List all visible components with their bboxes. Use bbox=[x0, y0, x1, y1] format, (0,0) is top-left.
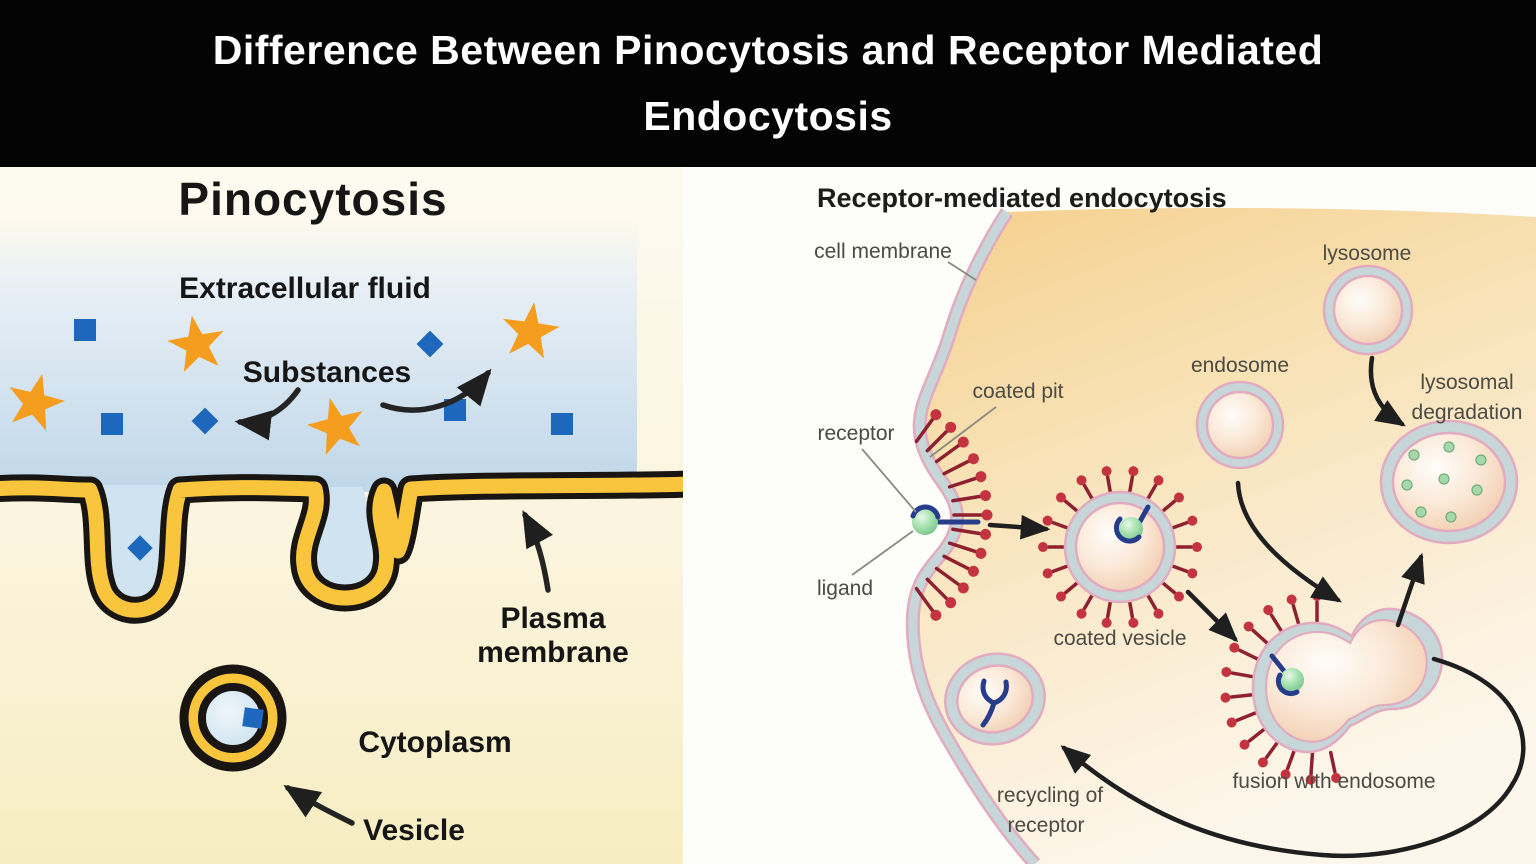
substances-arrow-left bbox=[234, 387, 301, 441]
cytoplasm-label: Cytoplasm bbox=[358, 726, 511, 759]
recycling-vesicle bbox=[944, 652, 1046, 746]
plasma-membrane-label-line1: Plasma bbox=[500, 602, 605, 635]
page-title-line1: Difference Between Pinocytosis and Recep… bbox=[212, 26, 1324, 73]
receptor-mediated-panel: Receptor-mediated endocytosis cell membr… bbox=[683, 167, 1536, 864]
rme-title: Receptor-mediated endocytosis bbox=[817, 183, 1227, 213]
ligand-label: ligand bbox=[817, 577, 873, 600]
ligand-pointer bbox=[851, 530, 914, 576]
plasma-membrane-label-line2: membrane bbox=[477, 636, 629, 669]
receptor-pointer bbox=[861, 448, 917, 513]
endosome-to-fusion-arrow bbox=[1235, 480, 1342, 603]
extracellular-fluid-label: Extracellular fluid bbox=[179, 272, 431, 305]
comparison-diagram: Pinocytosis Extracellular fluid Substanc… bbox=[0, 167, 1536, 864]
lysosomal-degradation-label-line2: degradation bbox=[1412, 401, 1523, 424]
endosome-label: endosome bbox=[1191, 354, 1289, 377]
cell-membrane-pointer bbox=[947, 261, 977, 281]
ligand-receptor-at-pit bbox=[910, 504, 981, 535]
recycling-arrow bbox=[1060, 656, 1526, 859]
coated-vesicle bbox=[1036, 463, 1204, 631]
free-receptor-y bbox=[980, 678, 1009, 728]
page-title-line2: Endocytosis bbox=[643, 92, 893, 139]
lysosomal-degradation-label-line1: lysosomal bbox=[1420, 371, 1513, 394]
coated-pit-label: coated pit bbox=[972, 380, 1063, 403]
vesicle bbox=[179, 664, 287, 772]
pit-to-vesicle-arrow bbox=[987, 514, 1051, 540]
ligand-in-coated-vesicle bbox=[1113, 504, 1151, 544]
pinocytosis-title: Pinocytosis bbox=[178, 173, 447, 225]
substances-label: Substances bbox=[243, 356, 411, 389]
fusion-with-endosome-label: fusion with endosome bbox=[1232, 770, 1435, 793]
degraded-particles bbox=[1401, 441, 1487, 523]
extracellular-fluid-region bbox=[0, 222, 637, 492]
coated-pit-pointer bbox=[929, 406, 997, 458]
ligand-in-fusion bbox=[1269, 653, 1304, 697]
plasma-membrane-arrow bbox=[522, 510, 553, 593]
coated-vesicle-label: coated vesicle bbox=[1053, 627, 1186, 650]
cell-membrane-label: cell membrane bbox=[814, 240, 952, 263]
vesicle-to-fusion-arrow bbox=[1185, 589, 1239, 643]
endosome bbox=[1195, 380, 1285, 470]
recycling-label-line1: recycling of bbox=[997, 784, 1103, 807]
lysosome bbox=[1322, 264, 1414, 356]
square-in-vesicle bbox=[242, 707, 264, 729]
lysosome-label: lysosome bbox=[1323, 242, 1412, 265]
vesicle-label: Vesicle bbox=[363, 814, 465, 847]
lysosomal-degradation-vesicle bbox=[1379, 419, 1519, 545]
title-banner: Difference Between Pinocytosis and Recep… bbox=[0, 0, 1536, 167]
plasma-membrane bbox=[0, 470, 709, 624]
substances-arrow-right bbox=[380, 368, 492, 413]
receptor-label: receptor bbox=[817, 422, 894, 445]
fusion-to-degradation-arrow bbox=[1395, 552, 1425, 628]
recycling-label-line2: receptor bbox=[1007, 814, 1084, 837]
vesicle-arrow bbox=[283, 785, 355, 826]
diamond-in-pit bbox=[127, 535, 153, 561]
lysosome-to-degradation-arrow bbox=[1368, 355, 1406, 427]
pinocytosis-panel: Pinocytosis Extracellular fluid Substanc… bbox=[0, 167, 709, 864]
